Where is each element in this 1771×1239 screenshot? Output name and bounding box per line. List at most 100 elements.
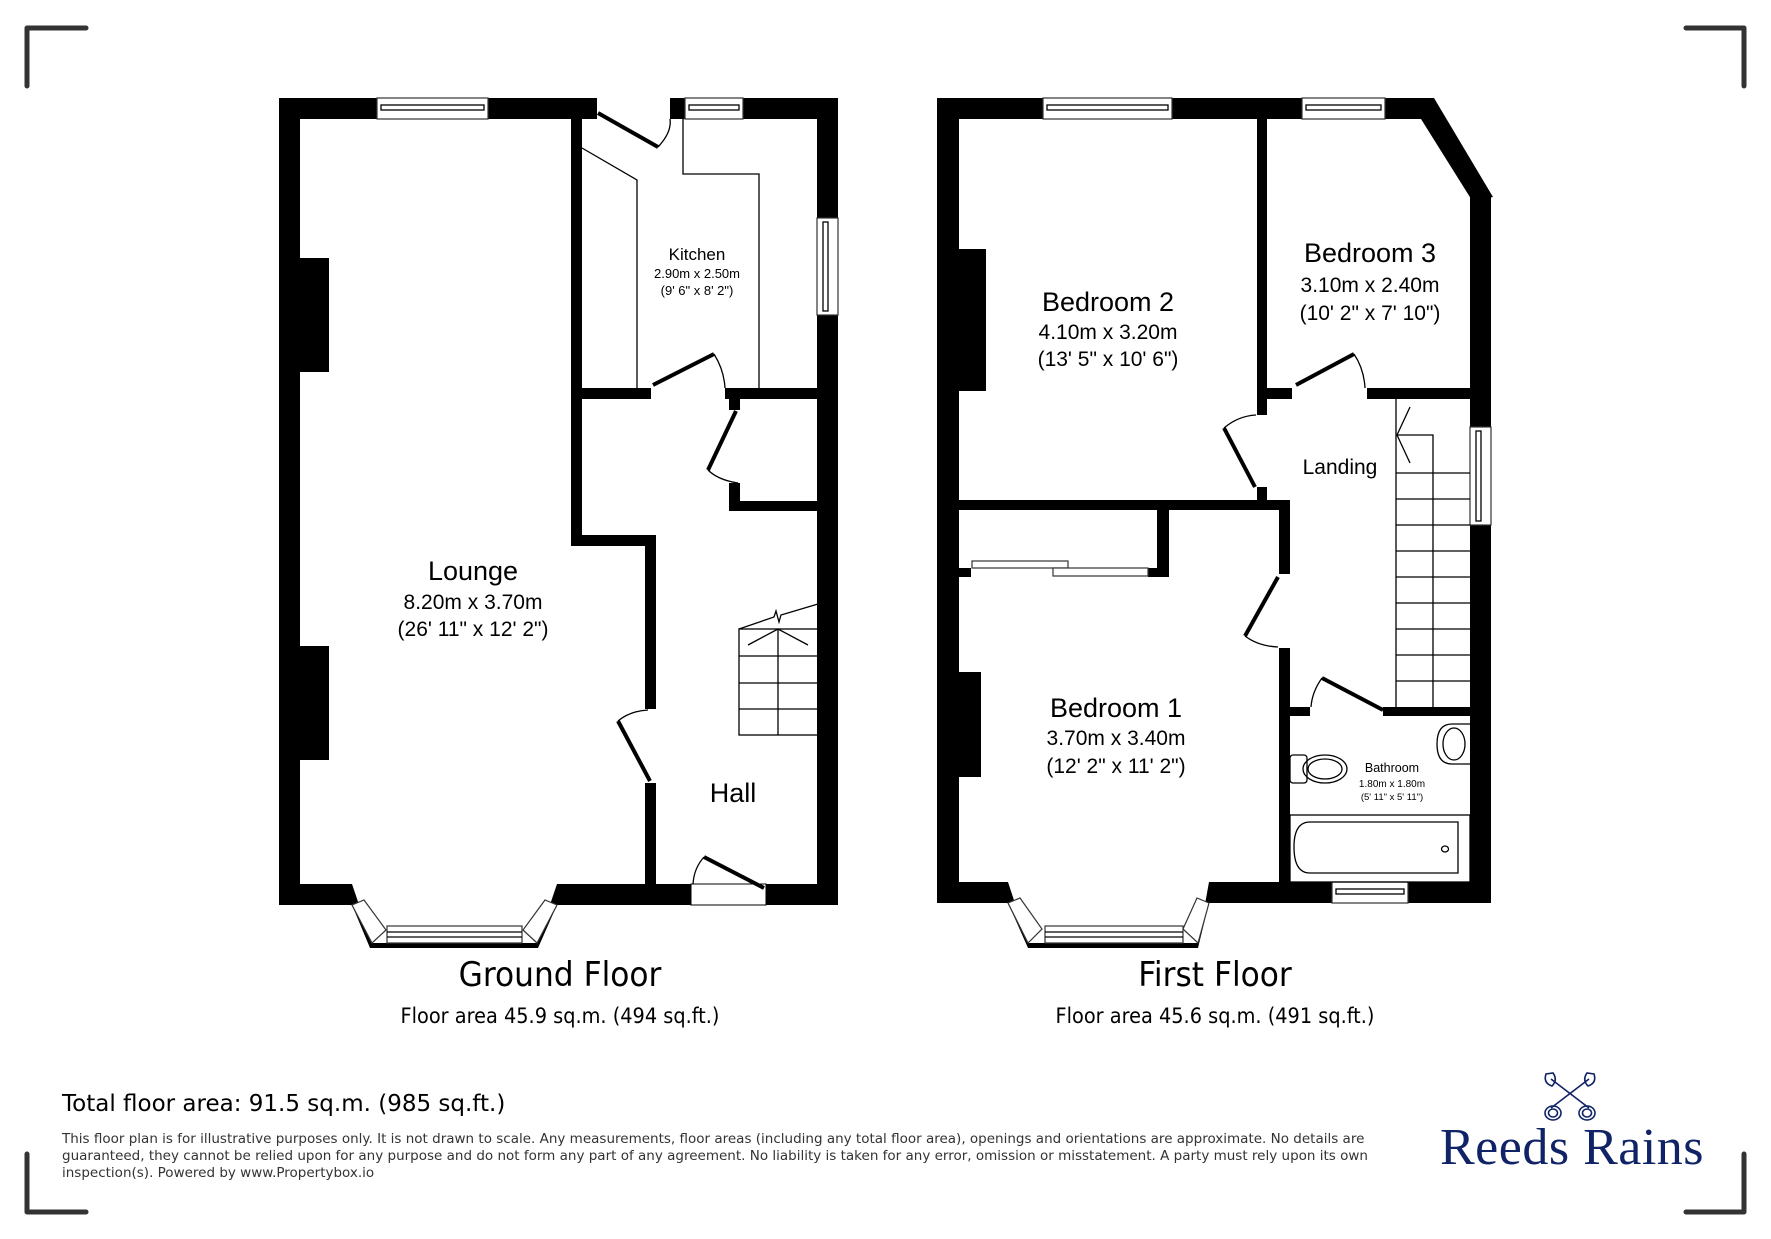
ground-floor-plan: Kitchen 2.90m x 2.50m (9' 6" x 8' 2") Lo… [279,97,839,948]
wall [1383,707,1470,716]
room-label-lounge: Lounge [428,556,518,586]
bay-window [995,882,1222,948]
basin [1436,723,1470,765]
closet-door[interactable] [706,410,739,484]
room-dims-imperial-kitchen: (9' 6" x 8' 2") [661,283,734,298]
wall [582,388,651,399]
chimney-breast [300,646,329,760]
bedroom3-door[interactable] [1295,352,1366,389]
wall [645,535,656,709]
wall [817,315,838,905]
wall [725,388,817,399]
room-dims-imperial-bedroom1: (12' 2" x 11' 2") [1046,755,1185,778]
room-dims-bathroom: 1.80m x 1.80m [1359,779,1425,790]
room-dims-bedroom3: 3.10m x 2.40m [1301,274,1440,297]
room-label-bedroom2: Bedroom 2 [1042,287,1174,317]
wall [937,98,1043,119]
room-label-hall: Hall [710,778,757,808]
back-door[interactable] [597,111,671,149]
bath-tub [1289,814,1471,883]
room-dims-imperial-bathroom: (5' 11" x 5' 11") [1361,792,1423,803]
front-door[interactable] [690,855,767,906]
corner-bracket-top-left [24,25,89,89]
brand-logo: Reeds Rains [1440,1119,1705,1176]
bay-window [339,884,574,948]
room-label-bedroom3: Bedroom 3 [1304,238,1436,268]
disclaimer-text: This floor plan is for illustrative purp… [62,1131,1368,1181]
chimney-breast [959,249,986,391]
window [1331,881,1409,904]
room-dims-imperial-bedroom2: (13' 5" x 10' 6") [1038,348,1179,371]
room-label-bedroom1: Bedroom 1 [1050,693,1182,723]
wall [279,98,300,905]
window [1301,97,1386,120]
kitchen-counter [682,119,760,388]
crossed-keys-icon [1544,1072,1596,1121]
room-dims-lounge: 8.20m x 3.70m [404,591,543,614]
staircase [1395,399,1470,707]
stair-direction-arrow-icon [1396,406,1411,464]
wall [1157,510,1169,577]
wall [1257,119,1267,415]
wall [937,98,959,903]
wall [645,783,656,885]
wall [729,501,817,511]
wall [1470,197,1491,427]
room-dims-bedroom2: 4.10m x 3.20m [1039,321,1178,344]
wall [279,98,377,119]
room-label-bathroom: Bathroom [1365,761,1419,775]
room-dims-kitchen: 2.90m x 2.50m [654,266,740,281]
ground-floor-area: Floor area 45.9 sq.m. (494 sq.ft.) [400,1004,720,1028]
wall [571,535,656,546]
wall [1408,882,1491,903]
toilet [1289,754,1348,784]
total-floor-area: Total floor area: 91.5 sq.m. (985 sq.ft.… [62,1091,506,1117]
window [816,217,839,316]
wall [729,399,740,410]
room-label-kitchen: Kitchen [669,245,726,264]
stair-direction-arrow-icon [747,628,809,646]
lounge-door[interactable] [616,709,652,782]
wall [959,568,971,577]
wall [571,119,582,545]
wall [1385,98,1493,202]
wall [279,884,352,905]
window [684,97,744,120]
bedroom2-door[interactable] [1222,414,1257,488]
wall [488,98,597,119]
wall [743,98,838,119]
wall [1279,500,1290,574]
corner-bracket-bottom-left [24,1151,89,1215]
wardrobe-sliding-doors[interactable] [971,560,1149,577]
wall [1367,388,1470,399]
first-floor-area: Floor area 45.6 sq.m. (491 sq.ft.) [1055,1004,1375,1028]
wall [1279,648,1290,882]
chimney-breast [959,672,981,777]
wall [557,884,691,905]
room-label-landing: Landing [1303,456,1378,479]
kitchen-door[interactable] [652,352,726,389]
wall [729,483,740,511]
wall [1257,487,1267,510]
room-dims-imperial-lounge: (26' 11" x 12' 2") [398,618,549,641]
first-floor-title: First Floor [1138,955,1292,995]
window [1469,426,1492,526]
window [1042,97,1173,120]
wall [817,98,838,218]
staircase [738,603,819,736]
corner-bracket-bottom-right [1683,1151,1747,1215]
first-floor-plan: Bedroom 2 4.10m x 3.20m (13' 5" x 10' 6"… [937,97,1493,948]
bedroom1-door[interactable] [1243,576,1280,648]
wall [959,500,1290,510]
room-dims-imperial-bedroom3: (10' 2" x 7' 10") [1300,302,1441,325]
window [376,97,489,120]
wall [937,882,1008,903]
bathroom-door[interactable] [1310,676,1384,712]
kitchen-counter [581,147,638,388]
wall [1267,388,1292,399]
chimney-breast [300,258,329,372]
wall [766,884,838,905]
wall [1209,882,1332,903]
room-dims-bedroom1: 3.70m x 3.40m [1047,727,1186,750]
